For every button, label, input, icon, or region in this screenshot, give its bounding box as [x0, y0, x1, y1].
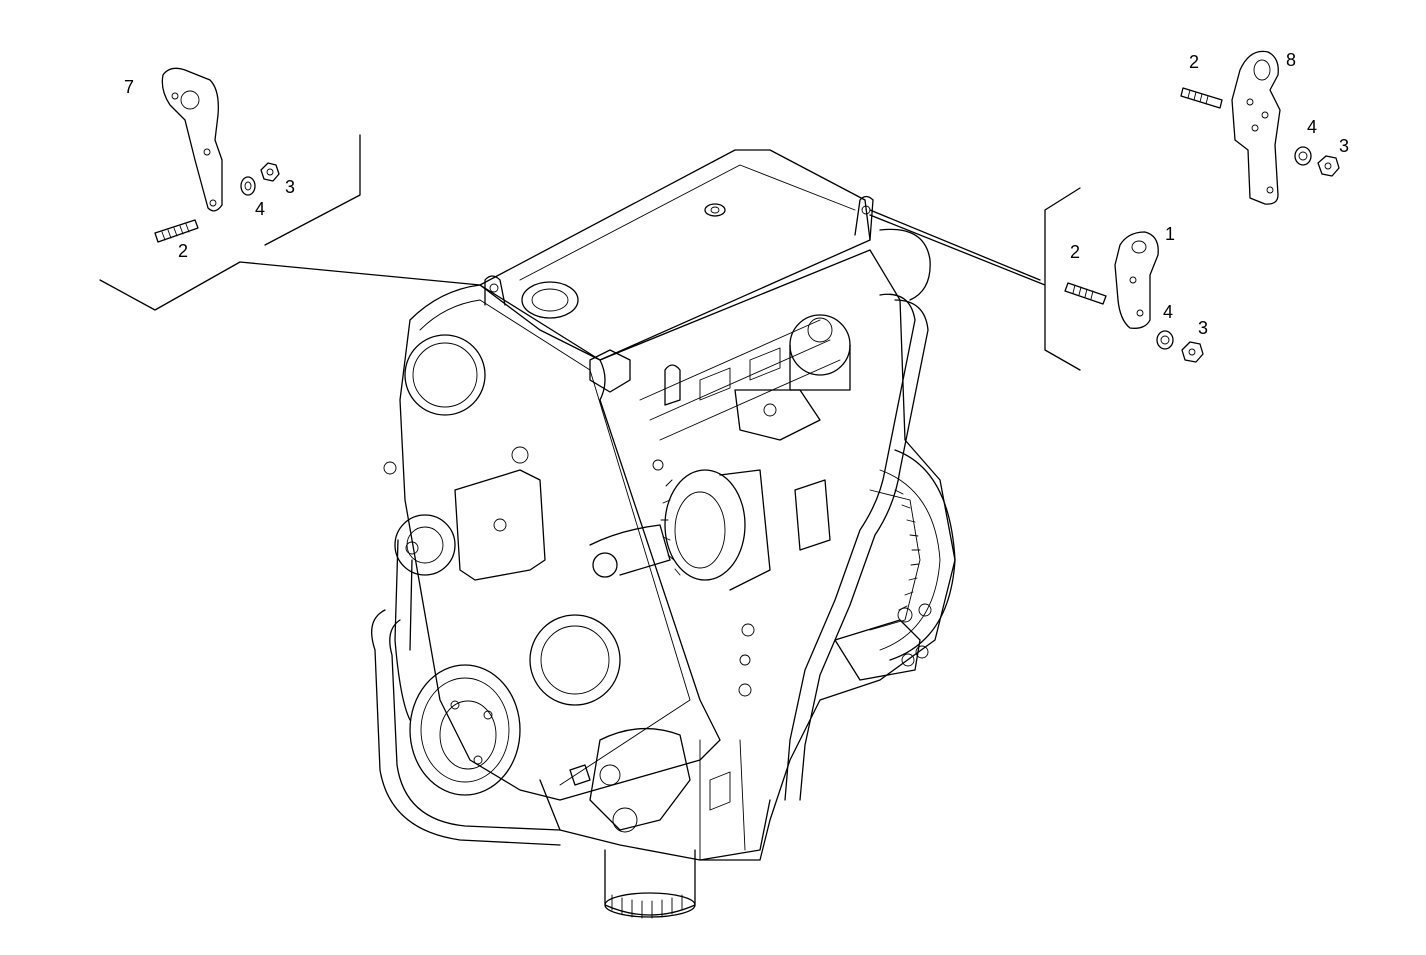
bracket-8 — [1231, 50, 1281, 205]
callout-3-right-lower: 3 — [1198, 318, 1208, 338]
bracket-7 — [161, 67, 223, 212]
callout-2-right-upper: 2 — [1189, 52, 1199, 72]
nut-3-right-upper — [1317, 155, 1340, 177]
callout-3-left: 3 — [285, 177, 295, 197]
callout-4-left: 4 — [255, 199, 265, 219]
callout-4-right-lower: 4 — [1163, 302, 1173, 322]
washer-4-left — [240, 176, 256, 196]
callout-2-right-lower: 2 — [1070, 242, 1080, 262]
washer-4-right-upper — [1294, 146, 1312, 166]
stud-2-left — [154, 219, 199, 243]
washer-4-right-lower — [1156, 330, 1174, 350]
callout-4-right-upper: 4 — [1307, 117, 1317, 137]
stud-2-right-upper — [1180, 87, 1223, 109]
reference-lines — [99, 134, 1081, 371]
engine-assembly — [371, 149, 956, 919]
right-upper-mounting-group: 8 2 4 3 — [1180, 50, 1349, 205]
callout-8: 8 — [1286, 50, 1296, 70]
callout-1: 1 — [1165, 224, 1175, 244]
bracket-1 — [1114, 231, 1159, 329]
callout-7: 7 — [124, 77, 134, 97]
right-lower-mounting-group: 1 2 4 3 — [1064, 224, 1208, 363]
nut-3-right-lower — [1181, 341, 1204, 363]
callout-2-left: 2 — [178, 241, 188, 261]
callout-3-right-upper: 3 — [1339, 136, 1349, 156]
left-mounting-group: 7 2 4 3 — [124, 67, 295, 261]
nut-3-left — [260, 162, 280, 182]
